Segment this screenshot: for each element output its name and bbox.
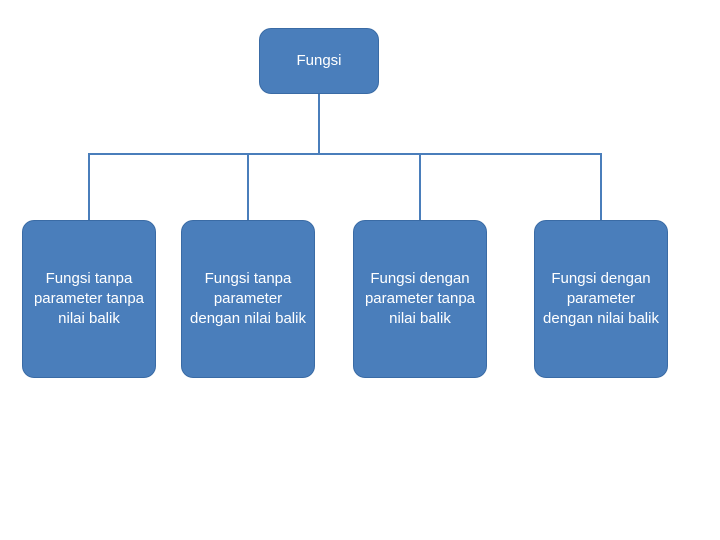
node-child-1: Fungsi tanpa parameter tanpa nilai balik bbox=[22, 220, 156, 378]
node-child-4-label: Fungsi dengan parameter dengan nilai bal… bbox=[543, 270, 659, 327]
node-child-4: Fungsi dengan parameter dengan nilai bal… bbox=[534, 220, 668, 378]
node-root-label: Fungsi bbox=[296, 52, 342, 70]
connector-horizontal-bus bbox=[88, 153, 602, 155]
connector-drop-4 bbox=[600, 153, 602, 220]
node-root: Fungsi bbox=[259, 28, 379, 94]
node-child-1-label: Fungsi tanpa parameter tanpa nilai balik bbox=[33, 270, 145, 327]
connector-root-stem bbox=[318, 94, 320, 154]
node-child-3: Fungsi dengan parameter tanpa nilai bali… bbox=[353, 220, 487, 378]
connector-drop-2 bbox=[247, 153, 249, 220]
node-child-2-label: Fungsi tanpa parameter dengan nilai bali… bbox=[190, 270, 306, 327]
node-child-2: Fungsi tanpa parameter dengan nilai bali… bbox=[181, 220, 315, 378]
connector-drop-1 bbox=[88, 153, 90, 220]
connector-drop-3 bbox=[419, 153, 421, 220]
node-child-3-label: Fungsi dengan parameter tanpa nilai bali… bbox=[364, 270, 476, 327]
